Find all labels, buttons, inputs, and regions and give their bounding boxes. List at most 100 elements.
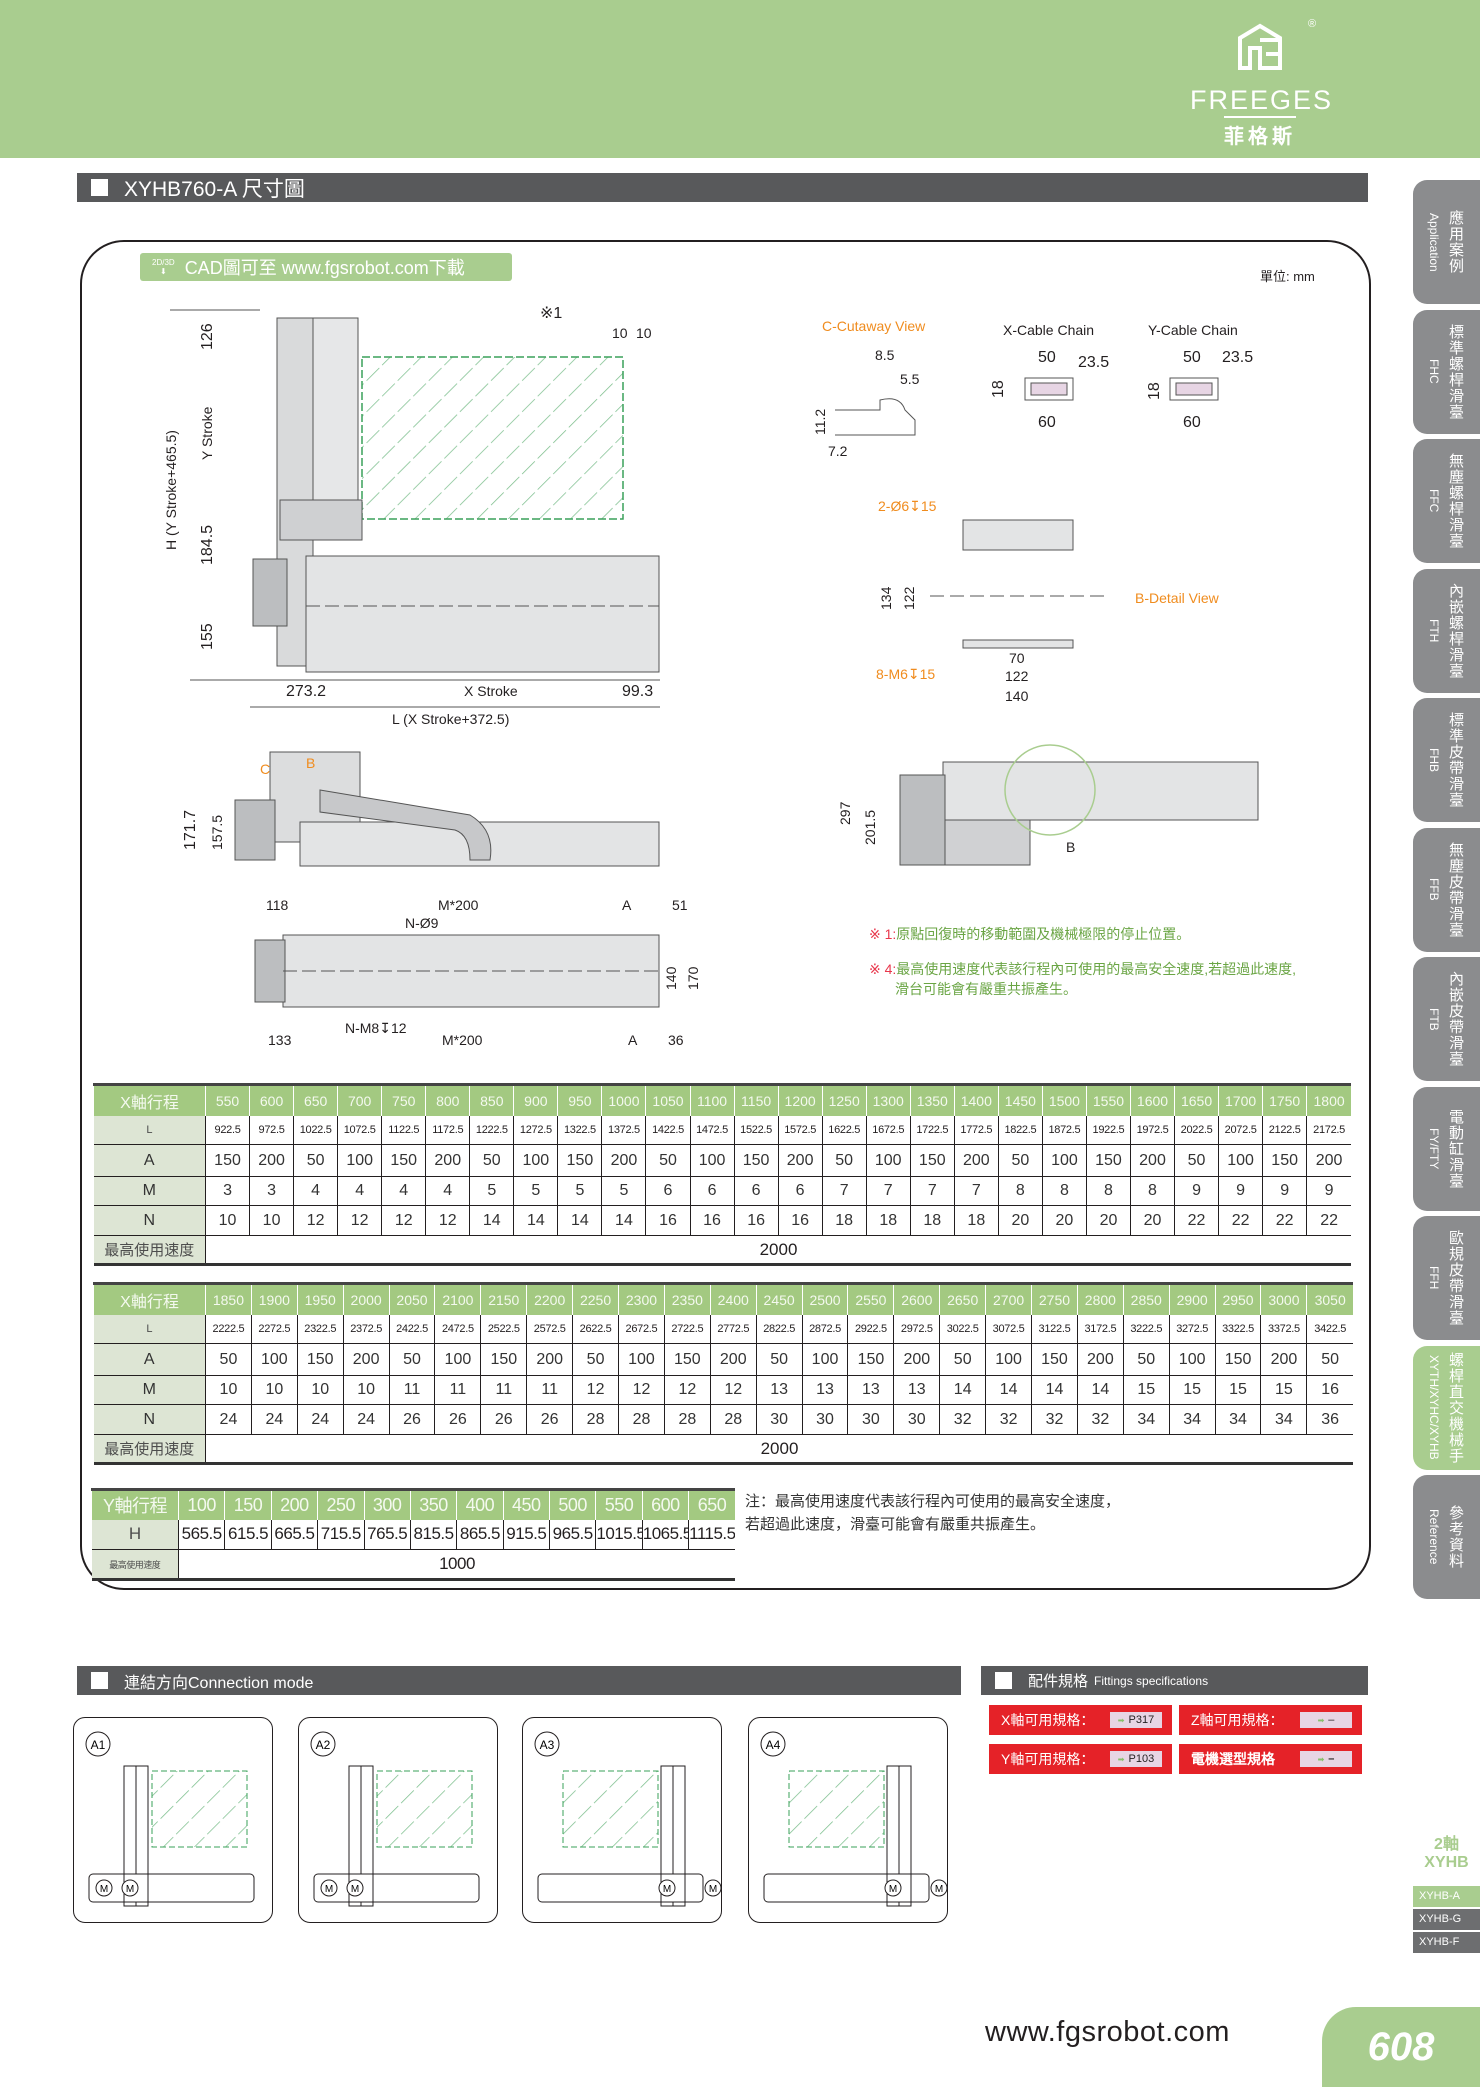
table-cell: 14 [1031,1375,1078,1405]
table-cell: 200 [1260,1343,1307,1376]
x-cable-chain-view: X-Cable Chain 50 23.5 18 60 [990,322,1109,431]
max-speed-value: 2000 [205,1235,1351,1266]
table-cell: 200 [1129,1144,1175,1177]
table-cell: 14 [469,1205,514,1236]
table-cell: 12 [572,1375,619,1405]
table-cell: 2400 [709,1283,757,1315]
table-cell: 2472.5 [434,1314,481,1344]
top-view-labels: 118 M*200 A 51 N-Ø9 140 170 133 N-M8↧12 … [266,897,701,1048]
side-tab-cn: 無塵皮帶滑臺 [1447,841,1464,938]
table-cell: 7 [821,1176,867,1206]
table-cell: 1372.5 [601,1115,646,1145]
svg-text:8-M6↧15: 8-M6↧15 [876,666,935,682]
table-cell: 1200 [777,1084,823,1116]
table-cell: 8 [997,1176,1043,1206]
svg-text:118: 118 [266,897,289,913]
table-cell: 36 [1306,1404,1353,1435]
table-cell: 2050 [388,1283,435,1315]
table-cell: 2022.5 [1174,1115,1219,1145]
table-cell: 8 [1129,1176,1175,1206]
table-cell: 12 [425,1205,470,1236]
table-cell: 1222.5 [469,1115,514,1145]
table-cell: 565.5 [177,1519,225,1550]
svg-text:C: C [260,761,270,777]
table-cell: 14 [985,1375,1032,1405]
table-cell: 5 [469,1176,514,1206]
table-cell: 22 [1174,1205,1219,1236]
table-cell: 2222.5 [205,1314,252,1344]
table-cell: 26 [434,1404,481,1435]
svg-text:A: A [622,897,632,913]
side-tab-cn: 歐規皮帶滑臺 [1447,1230,1464,1326]
table-cell: 50 [205,1343,252,1376]
table-cell: 550 [595,1489,643,1520]
table-cell: 50 [469,1144,514,1177]
svg-text:M*200: M*200 [438,897,479,913]
table-cell: 3222.5 [1122,1314,1170,1344]
table-cell: 20 [1085,1205,1131,1236]
cad-download-link[interactable]: 2D/3D⬇ CAD圖可至 www.fgsrobot.com下載 [140,253,512,281]
y-cable-chain-view: Y-Cable Chain 50 23.5 18 60 [1146,322,1253,431]
series-item-xyhb-g[interactable]: XYHB-G [1413,1909,1480,1930]
header-band [0,0,1480,158]
footer-url[interactable]: www.fgsrobot.com [985,2016,1230,2048]
table-cell: 3422.5 [1306,1314,1353,1344]
table-cell: 1722.5 [909,1115,955,1145]
svg-text:10: 10 [636,325,652,341]
svg-text:184.5: 184.5 [199,525,216,565]
table-cell: 100 [865,1144,911,1177]
table-cell: 200 [249,1144,294,1177]
table-cell: 6 [689,1176,735,1206]
max-speed-value: 2000 [205,1434,1353,1465]
table-cell: 18 [909,1205,955,1236]
table-cell: 20 [1041,1205,1087,1236]
table-cell: 22 [1218,1205,1263,1236]
table-cell: 500 [548,1489,596,1520]
side-tab-cn: 內嵌螺桿滑臺 [1447,582,1464,679]
table-cell: 2000 [342,1283,390,1315]
side-tab-cn: 標準螺桿滑臺 [1447,323,1464,420]
table-cell: 550 [204,1084,250,1116]
series-item-xyhb-f[interactable]: XYHB-F [1413,1932,1480,1953]
series-item-xyhb-a[interactable]: XYHB-A [1413,1886,1480,1907]
table-cell: 2600 [893,1283,940,1315]
side-tab-cn: 參考資料 [1447,1505,1464,1569]
table-cell: 32 [939,1404,986,1435]
registered-mark: ® [1308,18,1317,30]
table-cell: 1400 [953,1084,999,1116]
row-label: M [93,1375,206,1405]
table-cell: 11 [526,1375,573,1405]
table-cell: 1022.5 [293,1115,338,1145]
table-cell: 14 [513,1205,558,1236]
row-label: M [93,1176,206,1206]
table-cell: 15 [1214,1375,1261,1405]
series-title: 2軸 XYHB [1424,1836,1469,1871]
table-cell: 3072.5 [985,1314,1032,1344]
table-cell: 450 [502,1489,550,1520]
table-cell: 30 [755,1404,803,1435]
b-detail-view: 2-Ø6↧15 134 122 B-Detail View 8-M6↧15 70… [876,498,1220,704]
square-bullet-icon [91,179,108,196]
fitting-y: Y軸可用規格：P103 [989,1744,1172,1774]
side-tab-en: FTB [1427,1007,1441,1031]
table-cell: 22 [1306,1205,1351,1236]
table-cell: 34 [1168,1404,1216,1435]
svg-text:8.5: 8.5 [875,347,895,363]
table-cell: 6 [777,1176,823,1206]
motor-icon [346,1879,364,1897]
table-cell: 1115.5 [688,1519,735,1550]
